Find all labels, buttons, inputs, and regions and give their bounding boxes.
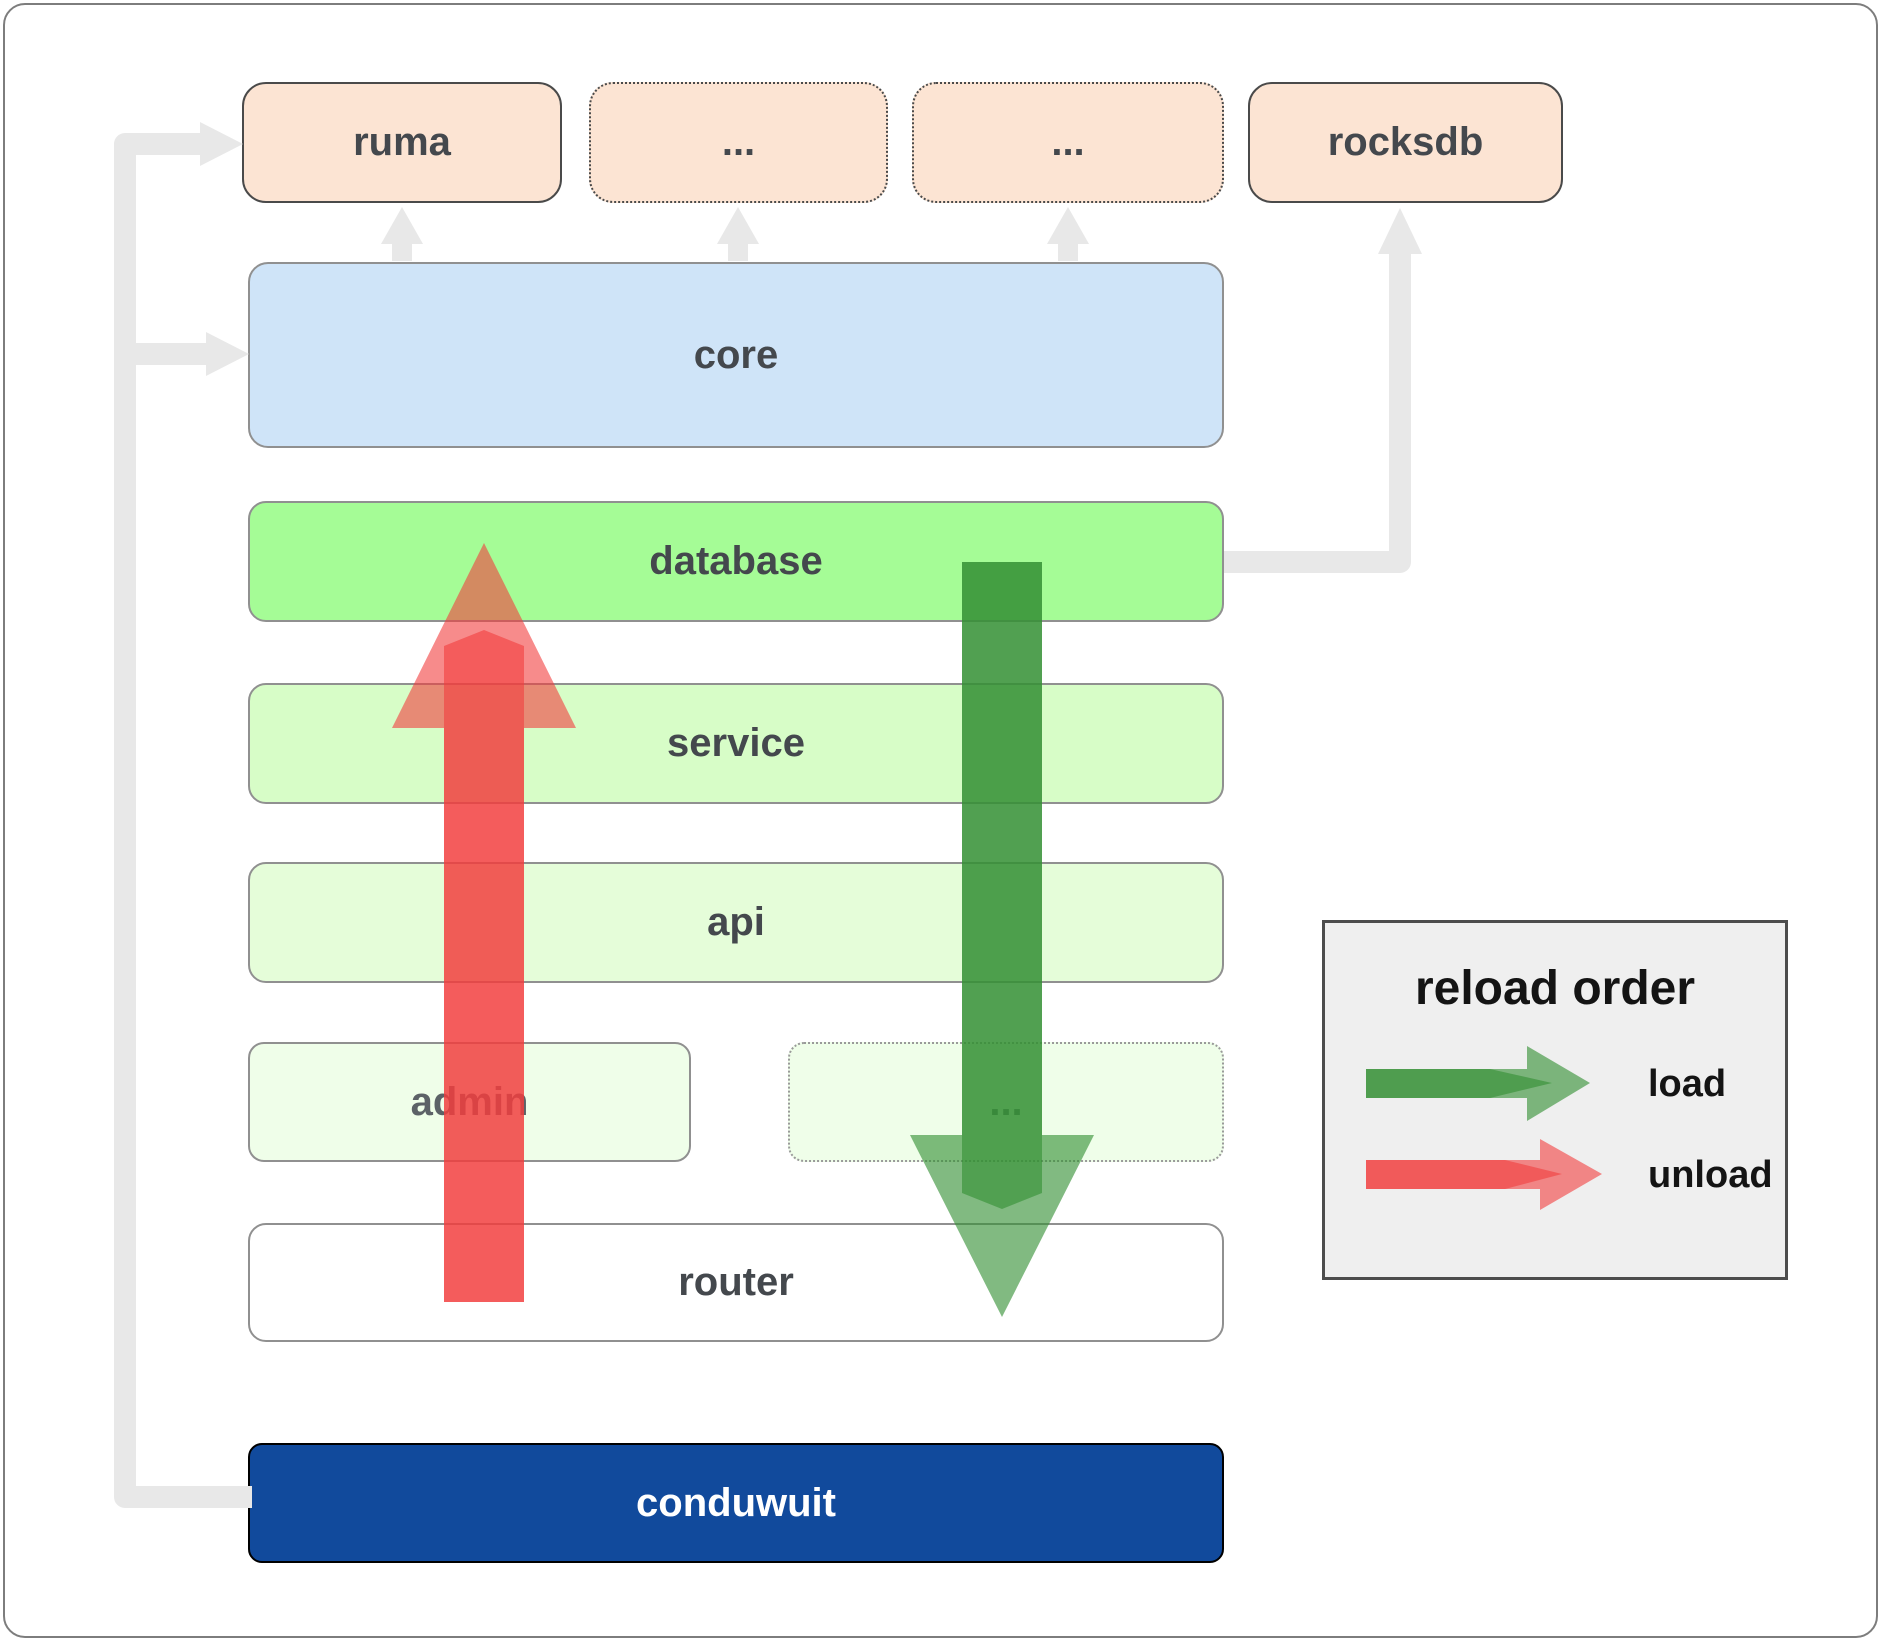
diagram-border [3, 3, 1878, 1638]
node-core: core [248, 262, 1224, 448]
arrowhead-to-rocksdb-icon [1378, 208, 1422, 254]
legend-title: reload order [1414, 962, 1696, 1015]
node-other-service: ... [788, 1042, 1224, 1162]
node-database: database [248, 501, 1224, 622]
node-conduwuit-label: conduwuit [636, 1480, 836, 1525]
arrowhead-to-ruma-icon [200, 122, 243, 166]
node-other-dependency-2: ... [912, 82, 1224, 203]
connector-line-rocksdb [1224, 252, 1411, 573]
node-api: api [248, 862, 1224, 983]
node-router: router [248, 1223, 1224, 1342]
core-dependency-arrows [381, 207, 1089, 261]
node-service-label: service [667, 721, 805, 765]
node-other-dependency-2-label: ... [1051, 120, 1085, 164]
node-api-label: api [707, 900, 765, 944]
node-other-service-label: ... [989, 1079, 1023, 1124]
connector-line-left [114, 133, 252, 1508]
legend-unload-label: unload [1648, 1154, 1773, 1196]
node-rocksdb-label: rocksdb [1327, 120, 1484, 164]
conduwuit-dependency-connector [114, 122, 252, 1508]
node-database-label: database [649, 539, 823, 583]
legend-load-label: load [1648, 1063, 1727, 1105]
node-ruma: ruma [242, 82, 562, 203]
core-to-dep2-arrowhead-icon [1047, 207, 1089, 244]
node-admin-label: admin [410, 1079, 529, 1124]
node-conduwuit: conduwuit [248, 1443, 1224, 1563]
node-rocksdb: rocksdb [1248, 82, 1563, 203]
database-rocksdb-connector [1224, 208, 1422, 573]
legend: reload order load unload [1322, 920, 1788, 1280]
arrowhead-to-core-icon [206, 332, 249, 376]
node-other-dependency-1-label: ... [721, 120, 756, 164]
node-admin: admin [248, 1042, 691, 1162]
core-to-dep1-arrowhead-icon [717, 207, 759, 244]
node-core-label: core [693, 332, 779, 377]
core-to-ruma-arrowhead-icon [381, 207, 423, 244]
node-router-label: router [678, 1260, 794, 1304]
node-ruma-label: ruma [353, 120, 451, 164]
node-service: service [248, 683, 1224, 804]
node-other-dependency-1: ... [589, 82, 888, 203]
